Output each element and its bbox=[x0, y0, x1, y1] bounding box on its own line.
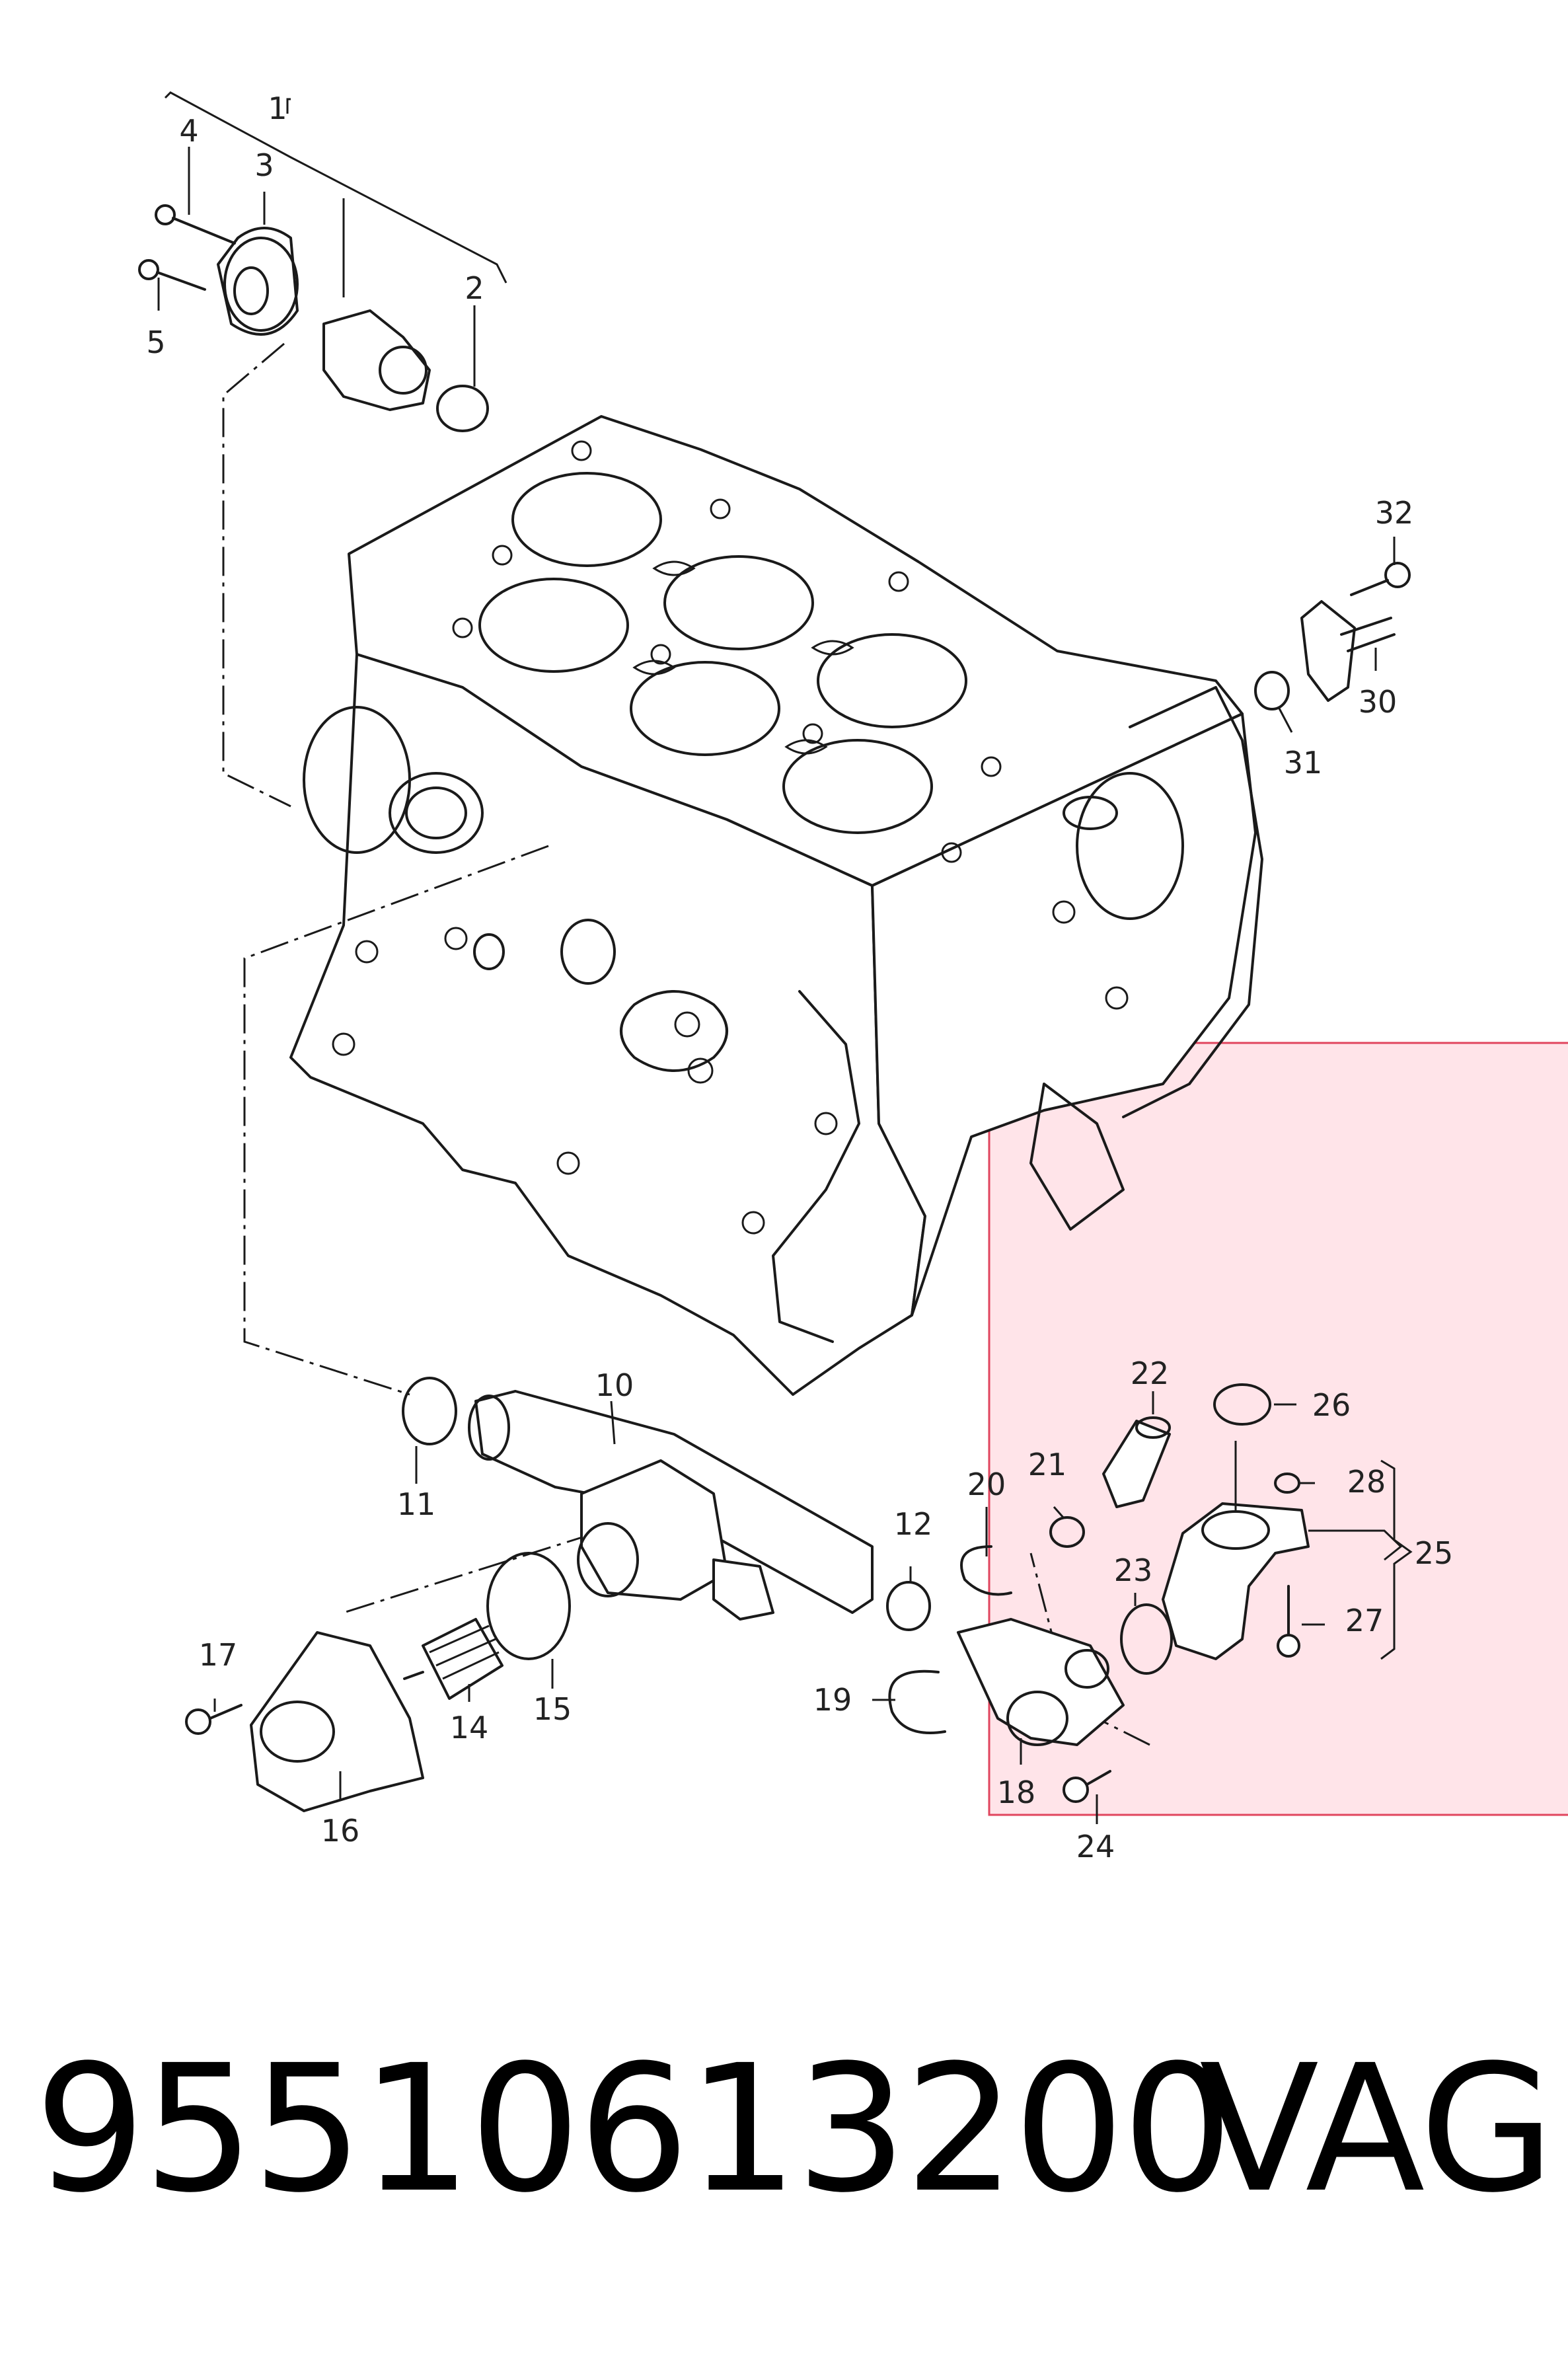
callout-18: 18 bbox=[997, 1775, 1036, 1810]
callout-2: 2 bbox=[465, 270, 484, 306]
part-25-flange bbox=[1162, 1441, 1310, 1660]
brand-text: VAG bbox=[1199, 2028, 1555, 2231]
part-27-bolt bbox=[1277, 1585, 1300, 1658]
callout-19: 19 bbox=[813, 1682, 852, 1718]
callout-14: 14 bbox=[450, 1710, 489, 1745]
part-26-gasket bbox=[1213, 1383, 1271, 1426]
assembly-line-front bbox=[243, 845, 549, 1396]
part-21-seal bbox=[1049, 1516, 1085, 1548]
callout-12: 12 bbox=[894, 1506, 933, 1542]
part-1-pump-housing bbox=[322, 309, 431, 411]
callout-20: 20 bbox=[967, 1467, 1006, 1502]
part-14-thermostat bbox=[403, 1618, 504, 1700]
part-12-o-ring bbox=[886, 1581, 931, 1631]
callout-17: 17 bbox=[199, 1637, 238, 1673]
part-23-gasket bbox=[1120, 1603, 1173, 1675]
callout-25: 25 bbox=[1415, 1535, 1454, 1571]
part-32-bolt bbox=[1350, 562, 1411, 596]
part-11-o-ring bbox=[402, 1377, 457, 1445]
callout-16: 16 bbox=[321, 1813, 360, 1849]
part-22-sensor bbox=[1102, 1416, 1171, 1508]
part-16-thermostat-housing bbox=[250, 1631, 424, 1812]
callout-22: 22 bbox=[1131, 1356, 1170, 1391]
part-3-pulley bbox=[217, 227, 299, 336]
callout-21: 21 bbox=[1028, 1447, 1067, 1482]
part-4-bolt bbox=[155, 204, 236, 245]
callout-26: 26 bbox=[1312, 1387, 1351, 1423]
assembly-line-top bbox=[222, 342, 291, 808]
callout-4: 4 bbox=[179, 113, 198, 149]
callout-24: 24 bbox=[1076, 1829, 1115, 1864]
callout-32: 32 bbox=[1375, 495, 1414, 531]
callout-23: 23 bbox=[1114, 1552, 1153, 1588]
part-number-text: 95510613200 bbox=[34, 2028, 1234, 2231]
part-24-bolt bbox=[1063, 1770, 1111, 1803]
part-10-coolant-pipe bbox=[468, 1390, 874, 1621]
part-5-bolt bbox=[138, 259, 206, 291]
callout-15: 15 bbox=[533, 1691, 572, 1727]
part-1-assembly-bracket bbox=[164, 91, 507, 297]
callout-30: 30 bbox=[1359, 684, 1398, 720]
callout-27: 27 bbox=[1345, 1603, 1384, 1638]
callout-31: 31 bbox=[1284, 745, 1323, 781]
part-20-clip bbox=[960, 1545, 1012, 1596]
assembly-line-right bbox=[1029, 1552, 1150, 1746]
part-19-clip bbox=[888, 1669, 946, 1734]
callout-10: 10 bbox=[595, 1367, 634, 1403]
callout-5: 5 bbox=[146, 325, 165, 360]
part-18-connector bbox=[957, 1618, 1125, 1746]
part-2-o-ring bbox=[436, 385, 489, 432]
leader-lines bbox=[157, 98, 1413, 1824]
part-17-bolt bbox=[185, 1704, 243, 1735]
callout-3: 3 bbox=[254, 147, 274, 183]
part-31-seal bbox=[1254, 671, 1290, 710]
callout-1: 1 bbox=[268, 91, 287, 126]
engine-block bbox=[289, 415, 1263, 1396]
part-15-gasket bbox=[486, 1552, 571, 1660]
part-30-flange bbox=[1300, 600, 1396, 702]
assembly-line-bottom bbox=[343, 1532, 595, 1614]
callout-28: 28 bbox=[1347, 1464, 1386, 1500]
callout-11: 11 bbox=[397, 1486, 436, 1522]
